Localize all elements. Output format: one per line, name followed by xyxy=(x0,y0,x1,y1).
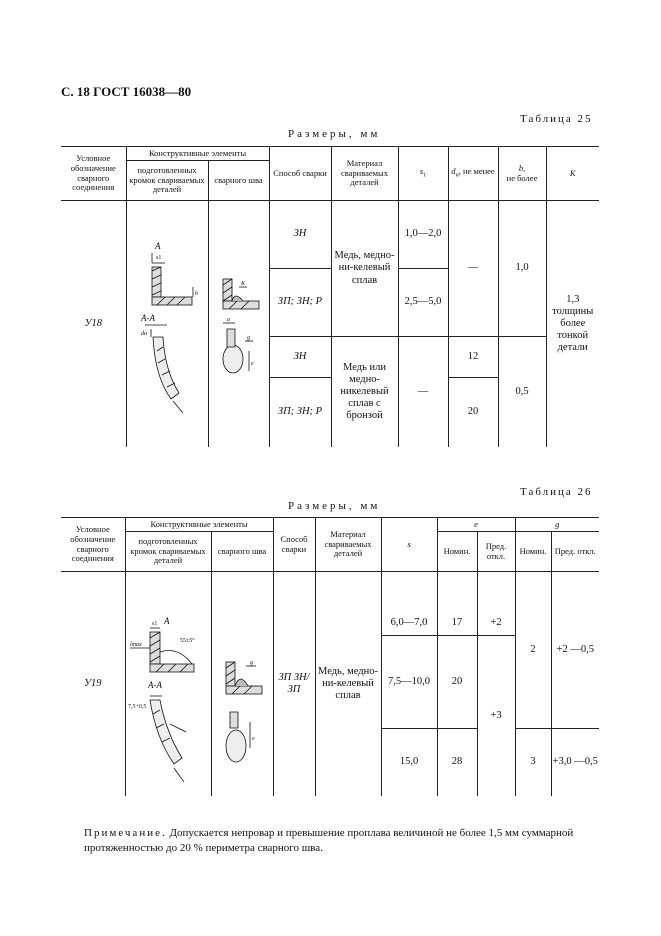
t25-weld-drawing-svg: K a g e xyxy=(222,278,259,374)
t26-header-structural: Конструктивные элементы xyxy=(124,517,274,532)
t26-edge-drawing-svg: А s1 lmax 55±5° А-А 7,5+0,5 xyxy=(128,616,195,783)
t26-s-3: 15,0 xyxy=(380,728,438,796)
t25-header-weld: сварного шва xyxy=(207,160,270,201)
t26-label-g: g xyxy=(250,660,253,666)
t26-g-nom-2: 3 xyxy=(514,728,552,796)
note-text: Допускается непровар и превышение пропла… xyxy=(84,827,574,855)
note: Примечание. Допускается непровар и превы… xyxy=(84,826,604,857)
t25-method-3: ЗН xyxy=(268,336,332,377)
t25-label-b: b xyxy=(195,291,198,297)
t25-designation: У18 xyxy=(61,200,127,447)
t26-e-nom-3: 28 xyxy=(436,727,478,796)
t26-designation: У19 xyxy=(61,571,126,796)
t26-label-lmax: lmax xyxy=(130,642,142,648)
t26-g-pred-1: +2 —0,5 xyxy=(550,571,599,729)
t26-s-2: 7,5—10,0 xyxy=(380,635,438,729)
t25-header-dn: dн, не менее xyxy=(447,146,499,201)
t26-edge-drawing: А s1 lmax 55±5° А-А 7,5+0,5 xyxy=(124,571,212,796)
table-25: Условное обозначение сварного соединения… xyxy=(61,146,599,447)
t26-header-e: e xyxy=(436,517,516,532)
t26-label-s1: s1 xyxy=(152,621,157,627)
t25-header-k: K xyxy=(545,146,599,201)
t25-s1-1: 1,0—2,0 xyxy=(397,200,449,269)
t25-b-2: 0,5 xyxy=(497,336,547,447)
t25-material-1: Медь, медно-ни-келевый сплав xyxy=(330,200,399,337)
t26-e-pred-2: +3 xyxy=(476,635,516,796)
t25-header-designation: Условное обозначение сварного соединения xyxy=(61,146,127,201)
page-header: С. 18 ГОСТ 16038—80 xyxy=(61,84,192,99)
t26-header-material: Материал свариваемых деталей xyxy=(314,517,382,572)
t26-g-pred-2: +3,0 —0,5 xyxy=(550,728,599,796)
t25-dn-3: 20 xyxy=(447,377,499,447)
t26-weld-drawing-svg: g e xyxy=(225,660,262,763)
t25-label-section: А-А xyxy=(140,313,155,323)
t25-k-value: 1,3 толщины более тонкой детали xyxy=(545,200,599,447)
t26-e-nom-2: 20 xyxy=(436,635,478,728)
t26-label-dim: 7,5+0,5 xyxy=(128,704,146,710)
table-25-dims-caption: Размеры, мм xyxy=(288,128,381,140)
t26-label-e: e xyxy=(252,736,255,742)
t26-header-e-pred: Пред. откл. xyxy=(476,531,516,572)
t26-method: ЗП ЗН/ЗП xyxy=(272,571,316,796)
t25-label-k: K xyxy=(240,281,246,287)
t26-label-view: А xyxy=(163,616,170,626)
t25-header-s1: s1 xyxy=(397,146,449,201)
t26-s-1: 6,0—7,0 xyxy=(380,571,438,636)
t25-material-2: Медь или медно-никелевый сплав с бронзой xyxy=(330,336,399,447)
t25-weld-drawing: K a g e xyxy=(207,200,270,447)
t26-header-designation: Условное обозначение сварного соединения xyxy=(61,517,126,572)
t26-e-nom-1: 17 xyxy=(436,571,478,636)
t26-header-weld: сварного шва xyxy=(210,531,274,572)
t26-label-angle: 55±5° xyxy=(180,637,195,644)
table-26: Условное обозначение сварного соединения… xyxy=(61,517,599,796)
t25-header-material: Материал свариваемых деталей xyxy=(330,146,399,201)
t25-s1-2: 2,5—5,0 xyxy=(397,268,449,337)
t25-edge-drawing: А s1 b А-А dн xyxy=(125,200,209,447)
t25-header-structural: Конструктивные элементы xyxy=(125,146,270,161)
t26-header-g: g xyxy=(514,517,599,532)
t26-e-pred-1: +2 xyxy=(476,571,516,636)
t25-label-a: a xyxy=(227,317,230,323)
t25-label-e: e xyxy=(251,361,254,367)
t26-header-s: s xyxy=(380,517,438,572)
t25-label-g: g xyxy=(247,335,250,341)
t25-dn-1: — xyxy=(447,200,499,337)
t25-method-1: ЗН xyxy=(268,200,332,269)
t26-header-method: Способ сварки xyxy=(272,517,316,572)
t26-weld-drawing: g e xyxy=(210,571,274,796)
t25-label-dn: dн xyxy=(141,331,147,337)
t26-header-g-nomin: Номин. xyxy=(514,531,552,572)
t25-dn-2: 12 xyxy=(447,336,499,378)
t26-header-prepared-edges: подготовленных кромок свариваемых детале… xyxy=(124,531,212,572)
t25-method-2: ЗП; ЗН; Р xyxy=(268,268,332,337)
t25-header-prepared-edges: подготовленных кромок свариваемых детале… xyxy=(125,160,209,201)
table-26-dims-caption: Размеры, мм xyxy=(288,500,381,512)
table-26-label: Таблица 26 xyxy=(520,486,593,498)
t25-header-method: Способ сварки xyxy=(268,146,332,201)
t25-header-b: b,не более xyxy=(497,146,547,201)
t25-edge-drawing-svg: А s1 b А-А dн xyxy=(140,241,198,414)
t26-header-e-nomin: Номин. xyxy=(436,531,478,572)
t25-label-view: А xyxy=(154,241,161,251)
table-25-label: Таблица 25 xyxy=(520,113,593,125)
t26-label-section: А-А xyxy=(147,680,162,690)
t25-b-1: 1,0 xyxy=(497,200,547,337)
t25-s1-3: — xyxy=(397,336,449,447)
t25-label-s1: s1 xyxy=(156,255,161,261)
t26-g-nom-1: 2 xyxy=(514,571,552,729)
t26-material: Медь, медно-ни-келевый сплав xyxy=(314,571,382,796)
note-lead: Примечание. xyxy=(84,827,167,839)
t26-header-g-pred: Пред. откл. xyxy=(550,531,599,572)
t25-method-4: ЗП; ЗН; Р xyxy=(268,376,332,447)
